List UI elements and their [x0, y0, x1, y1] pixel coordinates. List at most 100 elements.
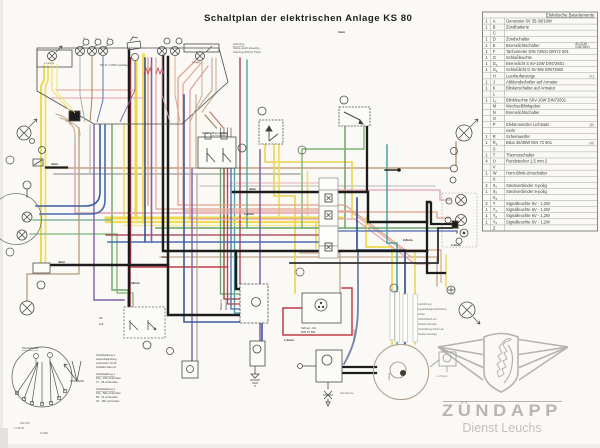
svg-text:30 - 15b verbunden: 30 - 15b verbunden [96, 399, 120, 403]
svg-text:1: 1 [485, 61, 488, 66]
svg-text:(2): (2) [590, 123, 594, 127]
svg-text:15a - 15b verbunden: 15a - 15b verbunden [96, 376, 121, 380]
svg-text:S: S [493, 146, 496, 151]
svg-text:1: 1 [485, 219, 488, 224]
svg-text:Elektronischer Lichtsatz: Elektronischer Lichtsatz [506, 122, 549, 127]
svg-text:Blinker li: Blinker li [224, 300, 228, 310]
svg-text:Verstrebung hinten am: Verstrebung hinten am [418, 327, 444, 331]
svg-text:M: M [493, 104, 497, 109]
svg-text:Bremslichtschalter: Bremslichtschalter [506, 43, 540, 48]
svg-text:1,4mm: 1,4mm [284, 338, 294, 342]
svg-text:Lampe: Lampe [192, 60, 200, 64]
svg-text:(o): (o) [590, 141, 594, 145]
svg-text:1: 1 [485, 37, 488, 42]
svg-text:V: V [493, 165, 496, 170]
svg-text:1: 1 [485, 213, 488, 218]
svg-text:Achtung:: Achtung: [233, 42, 245, 46]
svg-text:Y: Y [493, 201, 496, 206]
svg-text:Nach: Nach [202, 131, 209, 135]
svg-text:U: U [493, 158, 496, 163]
svg-text:1: 1 [485, 85, 488, 90]
svg-text:Schaltstellung 1: Schaltstellung 1 [96, 353, 115, 357]
svg-text:Y2: Y2 [493, 213, 498, 219]
svg-text:1mm: 1mm [338, 30, 345, 34]
svg-text:Schaltplan der elektrischen An: Schaltplan der elektrischen Anlage KS 80 [204, 13, 412, 24]
svg-text:Generator 6V 35-30/10W: Generator 6V 35-30/10W [506, 18, 552, 23]
svg-text:Siehe auch Ersatzg.-: Siehe auch Ersatzg.- [233, 46, 261, 50]
svg-text:1: 1 [485, 18, 488, 23]
svg-text:Elektrische Bauelemente: Elektrische Bauelemente [546, 13, 595, 18]
svg-text:Bremslichtschalter: Bremslichtschalter [506, 110, 540, 115]
svg-text:Scheinwerfer: Scheinwerfer [506, 134, 531, 139]
svg-text:Spoiler befestigt: Spoiler befestigt [418, 322, 437, 326]
svg-text:Bilux 35/35W DIN 72 601: Bilux 35/35W DIN 72 601 [506, 140, 553, 145]
svg-text:C: C [493, 31, 496, 36]
svg-text:Thermoschalter: Thermoschalter [506, 152, 535, 157]
svg-text:Gepäckträgerverbindung: Gepäckträgerverbindung [418, 307, 447, 311]
svg-text:(+): (+) [590, 74, 594, 78]
svg-text:Ausrückkupplung: Ausrückkupplung [96, 357, 117, 361]
svg-text:1: 1 [485, 49, 488, 54]
svg-text:17 58 30: 17 58 30 [14, 426, 25, 430]
svg-text:6V-21W: 6V-21W [576, 42, 587, 46]
svg-text:Zündkerze: Zündkerze [340, 391, 354, 395]
svg-text:Abblendschalter auf Armatur: Abblendschalter auf Armatur [506, 79, 558, 84]
svg-text:Zeichng 530 M 70a/s: Zeichng 530 M 70a/s [233, 50, 262, 54]
svg-text:G2: G2 [493, 67, 498, 73]
svg-text:b: b [83, 36, 85, 40]
svg-text:D: D [493, 37, 496, 42]
svg-text:1: 1 [485, 98, 488, 103]
svg-text:Bremslicht S 6V-10W DIN72601: Bremslicht S 6V-10W DIN72601 [506, 61, 565, 66]
svg-text:1,4mm: 1,4mm [451, 243, 461, 247]
svg-text:Schalter blau-rot: Schalter blau-rot [96, 365, 116, 369]
svg-text:Ausführung:: Ausführung: [418, 302, 432, 306]
svg-text:K: K [493, 85, 496, 90]
svg-text:c: c [95, 37, 97, 40]
svg-text:Wechselblinkgeber: Wechselblinkgeber [506, 104, 541, 109]
svg-text:Signalleuchte 6V - 1,2W: Signalleuchte 6V - 1,2W [506, 201, 550, 206]
svg-text:1: 1 [485, 67, 488, 72]
svg-text:-m Motor: -m Motor [436, 374, 448, 378]
svg-text:2: 2 [485, 183, 488, 188]
svg-text:R1: R1 [493, 140, 498, 146]
svg-text:1: 1 [485, 134, 488, 139]
svg-text:Rundstecker 1,5 mm 2: Rundstecker 1,5 mm 2 [506, 158, 548, 163]
svg-text:0,8mm: 0,8mm [130, 281, 140, 285]
svg-text:2: 2 [485, 201, 488, 206]
svg-text:Lanzg: Lanzg [387, 372, 391, 380]
svg-text:58 - 31 verbunden: 58 - 31 verbunden [96, 395, 118, 399]
svg-text:ZÜNDAPP: ZÜNDAPP [442, 401, 562, 420]
svg-text:Steckverbinder 5-polig: Steckverbinder 5-polig [506, 189, 547, 194]
svg-text:1: 1 [485, 140, 488, 145]
svg-text:1mm: 1mm [162, 255, 169, 259]
svg-text:R: R [493, 134, 496, 139]
svg-text:X: X [493, 177, 496, 182]
svg-text:1: 1 [485, 171, 488, 176]
svg-text:5W 21 2 6/5W zweifädig: 5W 21 2 6/5W zweifädig [100, 63, 129, 67]
svg-text:O: O [493, 116, 496, 121]
svg-text:mehr: mehr [506, 128, 516, 133]
svg-text:L: L [493, 92, 496, 97]
svg-text:T: T [493, 152, 496, 157]
svg-text:4mm: 4mm [58, 260, 65, 264]
svg-text:1: 1 [485, 207, 488, 212]
svg-text:DIN72601: DIN72601 [576, 45, 591, 49]
svg-text:15a - 58a verbunden: 15a - 58a verbunden [96, 391, 121, 395]
svg-text:DIN 72 581: DIN 72 581 [301, 330, 316, 334]
svg-text:Schaltstellung 2: Schaltstellung 2 [96, 387, 115, 391]
svg-text:N: N [493, 110, 496, 115]
svg-text:Blinkleuchte S6V-10W DIN72601: Blinkleuchte S6V-10W DIN72601 [506, 98, 567, 103]
svg-text:Blinker re: Blinker re [219, 298, 223, 310]
svg-text:Dienst Leuchs: Dienst Leuchs [462, 421, 541, 435]
svg-text:1: 1 [485, 55, 488, 60]
svg-text:H: H [493, 73, 496, 78]
svg-text:4mm: 4mm [249, 187, 256, 191]
svg-text:F: F [493, 49, 496, 54]
svg-text:L1: L1 [493, 98, 497, 104]
svg-text:Schutzblech am: Schutzblech am [418, 317, 436, 321]
svg-text:Schaltstellung 1: Schaltstellung 1 [96, 372, 115, 376]
svg-text:1,4mm: 1,4mm [244, 212, 254, 216]
svg-text:X3: X3 [493, 195, 498, 201]
svg-text:Signalleuchte 6V - 1,2W: Signalleuchte 6V - 1,2W [506, 207, 550, 212]
svg-text:Signalleuchte 6V - 1,2W: Signalleuchte 6V - 1,2W [506, 213, 550, 218]
